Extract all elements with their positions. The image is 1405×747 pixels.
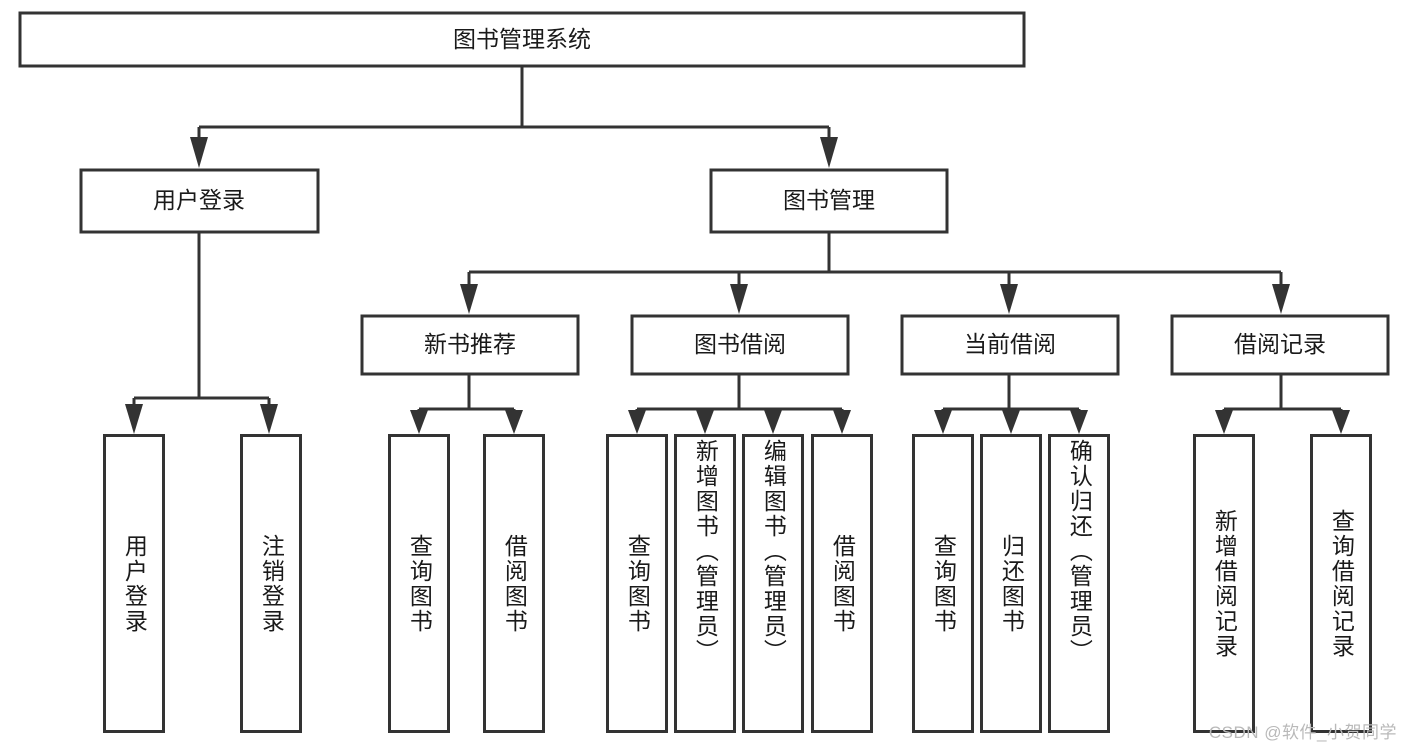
leaf-user-login[interactable]: 用户登录 <box>103 434 165 733</box>
connector-group <box>125 66 1350 434</box>
leaf-query-book-2-label: 查询图书 <box>624 533 651 634</box>
node-new-book-recommend[interactable]: 新书推荐 <box>360 314 580 376</box>
arrow-to-leaf-query-book-2 <box>628 410 646 434</box>
arrow-to-new-book-recommend <box>460 284 478 314</box>
arrow-to-current-borrow <box>1000 284 1018 314</box>
arrow-to-leaf-borrow-book-1 <box>505 410 523 434</box>
arrow-to-leaf-edit-book <box>764 410 782 434</box>
leaf-confirm-return-label: 确认归还（管理员） <box>1066 439 1093 664</box>
leaf-query-book-3[interactable]: 查询图书 <box>912 434 974 733</box>
arrow-to-leaf-borrow-book-2 <box>833 410 851 434</box>
node-book-manage[interactable]: 图书管理 <box>709 168 949 234</box>
leaf-user-logout-label: 注销登录 <box>258 533 285 634</box>
leaf-return-book-label: 归还图书 <box>998 533 1025 634</box>
leaf-add-book[interactable]: 新增图书（管理员） <box>674 434 736 733</box>
node-book-borrow[interactable]: 图书借阅 <box>630 314 850 376</box>
node-book-manage-box[interactable] <box>709 168 949 234</box>
node-book-manage-label: 图书管理 <box>783 187 875 213</box>
arrow-to-user-login <box>190 137 208 168</box>
leaf-query-book-1-label: 查询图书 <box>406 533 433 634</box>
leaf-return-book[interactable]: 归还图书 <box>980 434 1042 733</box>
node-borrow-record[interactable]: 借阅记录 <box>1170 314 1390 376</box>
leaf-query-book-2[interactable]: 查询图书 <box>606 434 668 733</box>
leaf-borrow-book-1[interactable]: 借阅图书 <box>483 434 545 733</box>
arrow-to-leaf-user-logout <box>260 404 278 434</box>
node-new-book-recommend-label: 新书推荐 <box>424 331 516 357</box>
csdn-watermark: CSDN @软件_小贺同学 <box>1208 723 1397 742</box>
leaf-borrow-book-1-label: 借阅图书 <box>501 533 528 634</box>
node-current-borrow-label: 当前借阅 <box>964 331 1056 357</box>
leaf-user-login-label: 用户登录 <box>121 533 148 634</box>
arrow-to-book-borrow <box>730 284 748 314</box>
arrow-to-leaf-query-book-3 <box>934 410 952 434</box>
arrow-to-leaf-add-record <box>1215 410 1233 434</box>
node-borrow-record-box[interactable] <box>1170 314 1390 376</box>
leaf-borrow-book-2[interactable]: 借阅图书 <box>811 434 873 733</box>
leaf-query-book-1[interactable]: 查询图书 <box>388 434 450 733</box>
node-user-login-box[interactable] <box>79 168 320 234</box>
node-current-borrow-box[interactable] <box>900 314 1120 376</box>
node-current-borrow[interactable]: 当前借阅 <box>900 314 1120 376</box>
arrow-to-leaf-return-book <box>1002 410 1020 434</box>
leaf-add-record[interactable]: 新增借阅记录 <box>1193 434 1255 733</box>
arrow-to-leaf-add-book <box>696 410 714 434</box>
node-book-borrow-label: 图书借阅 <box>694 331 786 357</box>
arrow-to-borrow-record <box>1272 284 1290 314</box>
leaf-user-logout[interactable]: 注销登录 <box>240 434 302 733</box>
node-root-box[interactable] <box>18 11 1026 68</box>
leaf-query-book-3-label: 查询图书 <box>930 533 957 634</box>
node-book-borrow-box[interactable] <box>630 314 850 376</box>
arrow-to-book-manage <box>820 137 838 168</box>
leaf-add-book-label: 新增图书（管理员） <box>692 439 719 664</box>
node-root[interactable]: 图书管理系统 <box>18 11 1026 68</box>
node-user-login[interactable]: 用户登录 <box>79 168 320 234</box>
node-borrow-record-label: 借阅记录 <box>1234 331 1326 357</box>
leaf-confirm-return[interactable]: 确认归还（管理员） <box>1048 434 1110 733</box>
leaf-query-record-label: 查询借阅记录 <box>1328 508 1355 659</box>
arrow-to-leaf-user-login <box>125 404 143 434</box>
arrow-to-leaf-confirm-return <box>1070 410 1088 434</box>
leaf-add-record-label: 新增借阅记录 <box>1211 508 1238 659</box>
leaf-query-record[interactable]: 查询借阅记录 <box>1310 434 1372 733</box>
leaf-edit-book-label: 编辑图书（管理员） <box>760 439 787 664</box>
leaf-borrow-book-2-label: 借阅图书 <box>829 533 856 634</box>
arrow-to-leaf-query-book-1 <box>410 410 428 434</box>
leaf-edit-book[interactable]: 编辑图书（管理员） <box>742 434 804 733</box>
node-new-book-recommend-box[interactable] <box>360 314 580 376</box>
arrow-to-leaf-query-record <box>1332 410 1350 434</box>
node-root-label: 图书管理系统 <box>453 26 591 52</box>
node-user-login-label: 用户登录 <box>153 187 245 213</box>
